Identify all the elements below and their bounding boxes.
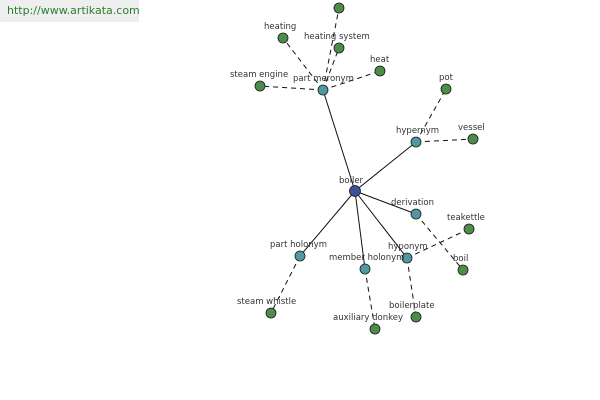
- term-node-label: boilerplate: [389, 301, 435, 311]
- term-node-circle[interactable]: [254, 80, 266, 92]
- term-node-circle[interactable]: [277, 32, 289, 44]
- edge-hypernym-vessel: [415, 138, 474, 143]
- center-node-boiler[interactable]: boiler: [339, 176, 364, 197]
- term-node-label: heating: [264, 22, 296, 32]
- term-node-circle[interactable]: [374, 65, 386, 77]
- edge-boiler-hyponym: [354, 190, 408, 259]
- relation-node-label: part meronym: [293, 74, 354, 84]
- relation-node-label: member holonym: [329, 253, 404, 263]
- term-node-label: heat: [370, 55, 390, 65]
- relation-node-label: hyponym: [388, 242, 428, 252]
- relation-node-circle[interactable]: [410, 208, 422, 220]
- center-node-circle[interactable]: [349, 185, 361, 197]
- edge-part-meronym-heat: [322, 70, 381, 91]
- term-node-label: vessel: [458, 123, 485, 133]
- term-node-circle[interactable]: [333, 42, 345, 54]
- graph-edges: [259, 7, 474, 330]
- term-node-pot[interactable]: pot: [439, 73, 454, 95]
- edge-boiler-member-holonym: [354, 190, 366, 270]
- term-node-teakettle[interactable]: teakettle: [447, 213, 485, 235]
- edge-part-meronym-top-term: [322, 7, 340, 91]
- relation-node-member-holonym[interactable]: member holonym: [329, 253, 404, 275]
- relation-node-circle[interactable]: [359, 263, 371, 275]
- term-node-boil[interactable]: boil: [453, 254, 469, 276]
- relation-node-hyponym[interactable]: hyponym: [388, 242, 428, 264]
- relation-node-circle[interactable]: [294, 250, 306, 262]
- term-node-circle[interactable]: [333, 2, 345, 14]
- relation-node-label: derivation: [391, 198, 434, 208]
- edge-hypernym-pot: [415, 88, 447, 143]
- edge-part-meronym-heating-system: [322, 47, 340, 91]
- term-node-circle[interactable]: [457, 264, 469, 276]
- term-node-steam-whistle[interactable]: steam whistle: [237, 297, 296, 319]
- relation-node-label: part holonym: [270, 240, 327, 250]
- term-node-vessel[interactable]: vessel: [458, 123, 485, 145]
- term-node-circle[interactable]: [369, 323, 381, 335]
- term-node-boilerplate[interactable]: boilerplate: [389, 301, 435, 323]
- term-node-label: auxiliary donkey: [333, 313, 403, 323]
- term-node-heating[interactable]: heating: [264, 22, 296, 44]
- relation-node-hypernym[interactable]: hypernym: [396, 126, 439, 148]
- term-node-steam-engine[interactable]: steam engine: [230, 70, 288, 92]
- term-node-label: teakettle: [447, 213, 485, 223]
- relation-node-circle[interactable]: [410, 136, 422, 148]
- term-node-label: heating system: [304, 32, 370, 42]
- edge-part-meronym-steam-engine: [259, 85, 324, 91]
- term-node-heating-system[interactable]: heating system: [304, 32, 370, 54]
- edge-boiler-part-meronym: [322, 89, 356, 192]
- relation-node-part-meronym[interactable]: part meronym: [293, 74, 354, 96]
- term-node-circle[interactable]: [463, 223, 475, 235]
- edge-hyponym-teakettle: [406, 228, 470, 259]
- term-node-circle[interactable]: [467, 133, 479, 145]
- term-node-top-term[interactable]: [333, 2, 345, 14]
- graph-nodes: heating heating system heat steam engine pot…: [230, 2, 485, 335]
- artikata-source-link[interactable]: http://www.artikata.com: [0, 0, 140, 22]
- edge-derivation-boil: [415, 213, 464, 271]
- edge-part-holonym-steam-whistle: [270, 255, 301, 314]
- edge-boiler-derivation: [354, 190, 417, 215]
- relation-node-circle[interactable]: [317, 84, 329, 96]
- term-node-label: pot: [439, 73, 454, 83]
- edge-boiler-part-holonym: [299, 190, 356, 257]
- term-node-circle[interactable]: [265, 307, 277, 319]
- edge-member-holonym-auxiliary-donkey: [364, 268, 376, 330]
- relation-node-label: hypernym: [396, 126, 439, 136]
- term-node-circle[interactable]: [440, 83, 452, 95]
- term-node-label: steam whistle: [237, 297, 296, 307]
- center-node-label: boiler: [339, 176, 364, 186]
- edge-boiler-hypernym: [354, 141, 417, 192]
- term-node-label: steam engine: [230, 70, 288, 80]
- term-node-label: boil: [453, 254, 468, 264]
- edge-hyponym-boilerplate: [406, 257, 417, 318]
- edge-part-meronym-heating: [282, 37, 324, 91]
- term-node-heat[interactable]: heat: [370, 55, 390, 77]
- relation-node-circle[interactable]: [401, 252, 413, 264]
- term-node-circle[interactable]: [410, 311, 422, 323]
- term-node-auxiliary-donkey[interactable]: auxiliary donkey: [333, 313, 403, 335]
- relation-node-part-holonym[interactable]: part holonym: [270, 240, 327, 262]
- relation-node-derivation[interactable]: derivation: [391, 198, 434, 220]
